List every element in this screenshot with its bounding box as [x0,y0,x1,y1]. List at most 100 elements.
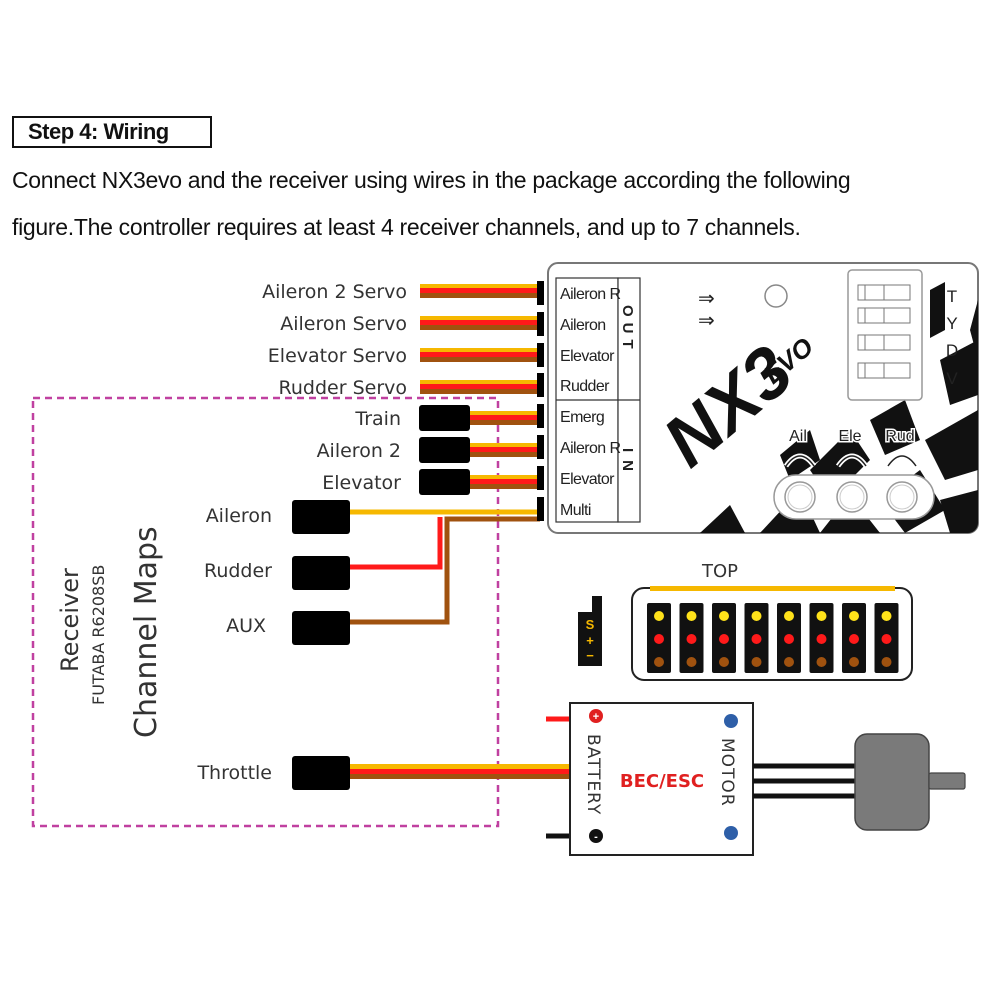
input-negative-wire [470,484,538,489]
gain-knob-label: Ail [789,428,807,445]
input-positive-wire [470,415,538,420]
mode-letter: Y [946,314,957,333]
controller-pin [537,281,544,305]
motor-terminal-icon [724,714,738,728]
controller-pin [537,404,544,428]
battery-plus-icon [589,709,603,723]
input-lead-plug [419,469,470,495]
input-positive-wire [470,447,538,452]
controller-pin [537,343,544,367]
esc-label: BEC/ESC [620,771,704,792]
input-negative-wire [470,420,538,425]
in-group-label: IN [619,448,636,479]
gain-range-icon [837,455,867,467]
input-lead-plug [419,437,470,463]
receiver-boundary [31,396,500,828]
battery-minus-icon [589,829,603,843]
instruction-line-1: Connect NX3evo and the receiver using wi… [12,167,851,193]
legend-positive: + [586,633,594,648]
servo-signal-wire [420,348,538,352]
servo-positive-wire [420,288,538,293]
positive-pin [816,634,827,644]
aux-plug [292,611,350,645]
pin-legend [578,596,602,666]
servo-negative-wire [420,389,538,394]
channel-aileron-label: Aileron [206,505,272,527]
gain-range-icon [887,455,917,467]
in-port-label: Aileron R [560,440,620,457]
throttle-positive [350,769,572,774]
servo-positive-wire [420,384,538,389]
negative-pin [816,657,827,667]
gain-range-icon [785,455,815,467]
out-port-label: Aileron R [560,286,620,303]
channel-aux-label: AUX [226,615,266,637]
aileron-plug [292,500,350,534]
servo-positive-wire [420,320,538,325]
positive-pin [784,634,794,644]
throttle-plug [292,756,350,790]
legend-signal: S [586,617,595,632]
positive-pin [751,634,762,644]
input-positive-wire [470,479,538,484]
signal-pin [881,611,892,621]
negative-pin [784,657,794,667]
receiver-model: FUTABA R6208SB [89,565,108,705]
positive-pin [654,634,664,644]
gain-knob-label: Ele [838,428,861,445]
status-led [764,284,788,308]
legend-negative: − [586,648,594,663]
servo-signal-wire [420,380,538,384]
motor-body [854,733,930,831]
mode-letter: D [946,341,958,360]
positive-pin [719,634,729,644]
gain-knob[interactable] [836,481,868,513]
input-negative-wire [470,452,538,457]
receiver-title: Receiver [56,568,84,672]
gain-knob[interactable] [784,481,816,513]
controller-pin [537,466,544,490]
signal-pin [719,611,729,621]
out-port-label: Rudder [560,378,610,395]
in-port-label: Emerg [560,409,604,426]
controller-pin [537,497,544,521]
nx3evo-controller: Aileron RAileronElevatorRudderEmergAiler… [537,262,979,534]
signal-pin [849,611,859,621]
battery-label: BATTERY [583,734,603,815]
svg-text:-: - [594,831,598,843]
channel-maps-title: Channel Maps [129,526,164,738]
arrow-icon: ⇒ [698,288,715,310]
signal-pin [751,611,762,621]
negative-pin [751,657,762,667]
bec-esc: + - BATTERY BEC/ESC MOTOR [546,702,966,856]
motor-terminal-icon [724,826,738,840]
motor-label: MOTOR [717,738,737,807]
top-label: TOP [701,561,738,582]
input-lead-label: Aileron 2 [317,440,401,462]
input-signal-wire [470,443,538,447]
servo-output-label: Rudder Servo [279,377,407,399]
pin-header: TOP S + − [578,561,913,681]
channel-rudder-label: Rudder [204,560,272,582]
servo-negative-wire [420,293,538,298]
channel-throttle-label: Throttle [196,762,272,784]
servo-negative-wire [420,325,538,330]
negative-pin [849,657,859,667]
signal-pin [686,611,697,621]
throttle-signal [350,764,572,769]
throttle-negative [350,774,572,779]
positive-pin [881,634,892,644]
servo-signal-wire [420,316,538,320]
servo-signal-wire [420,284,538,288]
negative-pin [719,657,729,667]
gain-knob[interactable] [886,481,918,513]
out-port-label: Aileron [560,317,606,334]
mode-letter: V [946,369,958,388]
out-group-label: OUT [619,305,636,355]
negative-wire [350,516,540,625]
motor-shaft [928,772,966,790]
input-lead-plug [419,405,470,431]
input-lead-label: Train [354,408,401,430]
gain-knob-label: Rud [885,428,914,445]
controller-pin [537,312,544,336]
